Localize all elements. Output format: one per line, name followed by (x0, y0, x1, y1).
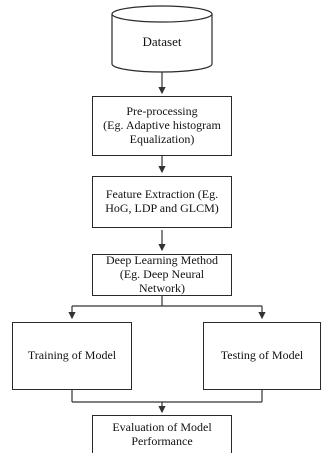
preprocessing-line1: Pre-processing (126, 104, 198, 119)
dataset-cylinder (111, 5, 213, 73)
deep-learning-box: Deep Learning Method (Eg. Deep Neural Ne… (92, 254, 232, 296)
preprocessing-line3: Equalization) (129, 131, 195, 146)
feature-extraction-line2: HoG, LDP and GLCM) (105, 201, 219, 215)
merge-connector (71, 390, 263, 414)
preprocessing-box: Pre-processing (Eg. Adaptive histogram E… (92, 96, 232, 156)
deep-learning-line3: Network) (139, 280, 185, 295)
deep-learning-line1: Deep Learning Method (106, 253, 218, 268)
feature-extraction-line1: Feature Extraction (Eg. (105, 187, 219, 202)
dataset-label: Dataset (142, 34, 182, 49)
evaluation-line2: Performance (131, 433, 193, 448)
evaluation-line1: Evaluation of Model (112, 419, 212, 434)
testing-box: Testing of Model (203, 322, 321, 390)
training-box: Training of Model (12, 322, 132, 390)
evaluation-box: Evaluation of Model Performance (92, 415, 232, 453)
deep-learning-line2: (Eg. Deep Neural (119, 267, 205, 282)
feature-extraction-box: Feature Extraction (Eg. HoG, LDP and GLC… (92, 176, 232, 228)
split-connector (68, 296, 266, 320)
training-label: Training of Model (27, 348, 117, 363)
testing-label: Testing of Model (220, 348, 304, 363)
preprocessing-line2: (Eg. Adaptive histogram (103, 118, 221, 133)
